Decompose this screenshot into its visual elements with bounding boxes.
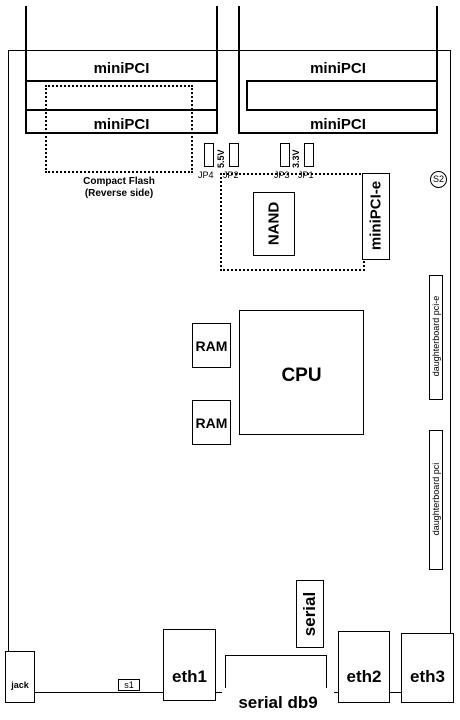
s1-label: s1 bbox=[124, 680, 134, 690]
minipci-card-right bbox=[238, 6, 438, 134]
serial-db9-label-plate bbox=[222, 688, 334, 718]
jack-label: jack bbox=[11, 680, 29, 690]
voltage-label-5v5: 5.5V bbox=[216, 149, 226, 168]
jumper-jp2[interactable] bbox=[229, 143, 239, 167]
eth2-label: eth2 bbox=[346, 667, 382, 686]
minipci-label-top-left: miniPCI bbox=[93, 60, 150, 77]
s2-button[interactable] bbox=[430, 171, 447, 188]
jumper-jp2-label: JP2 bbox=[223, 170, 239, 180]
ram-label-bottom: RAM bbox=[195, 415, 228, 431]
daughterboard-pcie-label: daughterboard pci-e bbox=[431, 295, 441, 377]
jumper-jp3-label: JP3 bbox=[274, 170, 290, 180]
eth3-port[interactable] bbox=[401, 633, 454, 703]
minipci-label-top-right: miniPCI bbox=[310, 60, 366, 77]
jumper-jp3[interactable] bbox=[280, 143, 290, 167]
ram-label-top: RAM bbox=[195, 338, 228, 354]
cpu-label: CPU bbox=[281, 365, 322, 386]
minipci-card-left bbox=[25, 6, 218, 134]
serial-label: serial bbox=[300, 591, 319, 637]
voltage-label-3v3: 3.3V bbox=[291, 149, 301, 168]
power-jack[interactable] bbox=[5, 651, 35, 703]
nand-chip bbox=[253, 192, 295, 256]
jumper-jp4[interactable] bbox=[204, 143, 214, 167]
jumper-jp4-label: JP4 bbox=[198, 170, 214, 180]
compact-flash-title: Compact Flash bbox=[83, 176, 155, 187]
s1-button[interactable] bbox=[118, 679, 140, 691]
daughterboard-pci-label: daughterboard pci bbox=[431, 462, 441, 536]
eth1-label: eth1 bbox=[172, 667, 207, 686]
jumper-jp1-label: JP1 bbox=[298, 170, 314, 180]
s2-label: S2 bbox=[432, 174, 444, 184]
jumper-jp1[interactable] bbox=[304, 143, 314, 167]
minipci-label-bottom-left: miniPCI bbox=[93, 116, 150, 133]
minipci-label-bottom-right: miniPCI bbox=[310, 116, 366, 133]
ram-chip-bottom bbox=[192, 400, 231, 445]
minipci-slot-right[interactable] bbox=[246, 80, 438, 111]
compact-flash-outline bbox=[45, 85, 193, 173]
ram-chip-top bbox=[192, 323, 231, 368]
nand-label: NAND bbox=[265, 201, 283, 246]
eth1-port[interactable] bbox=[163, 629, 216, 701]
cpu-chip bbox=[239, 310, 364, 435]
compact-flash-subtitle: (Reverse side) bbox=[84, 188, 154, 199]
eth3-label: eth3 bbox=[410, 667, 445, 686]
minipcie-slot[interactable] bbox=[362, 173, 390, 260]
daughterboard-pci-connector[interactable] bbox=[429, 430, 443, 570]
serial-db9-label: serial db9 bbox=[238, 693, 318, 712]
serial-header[interactable] bbox=[296, 580, 324, 648]
daughterboard-pcie-connector[interactable] bbox=[429, 275, 443, 400]
minipcie-label: miniPCI-e bbox=[367, 180, 385, 251]
eth2-port[interactable] bbox=[338, 631, 390, 703]
